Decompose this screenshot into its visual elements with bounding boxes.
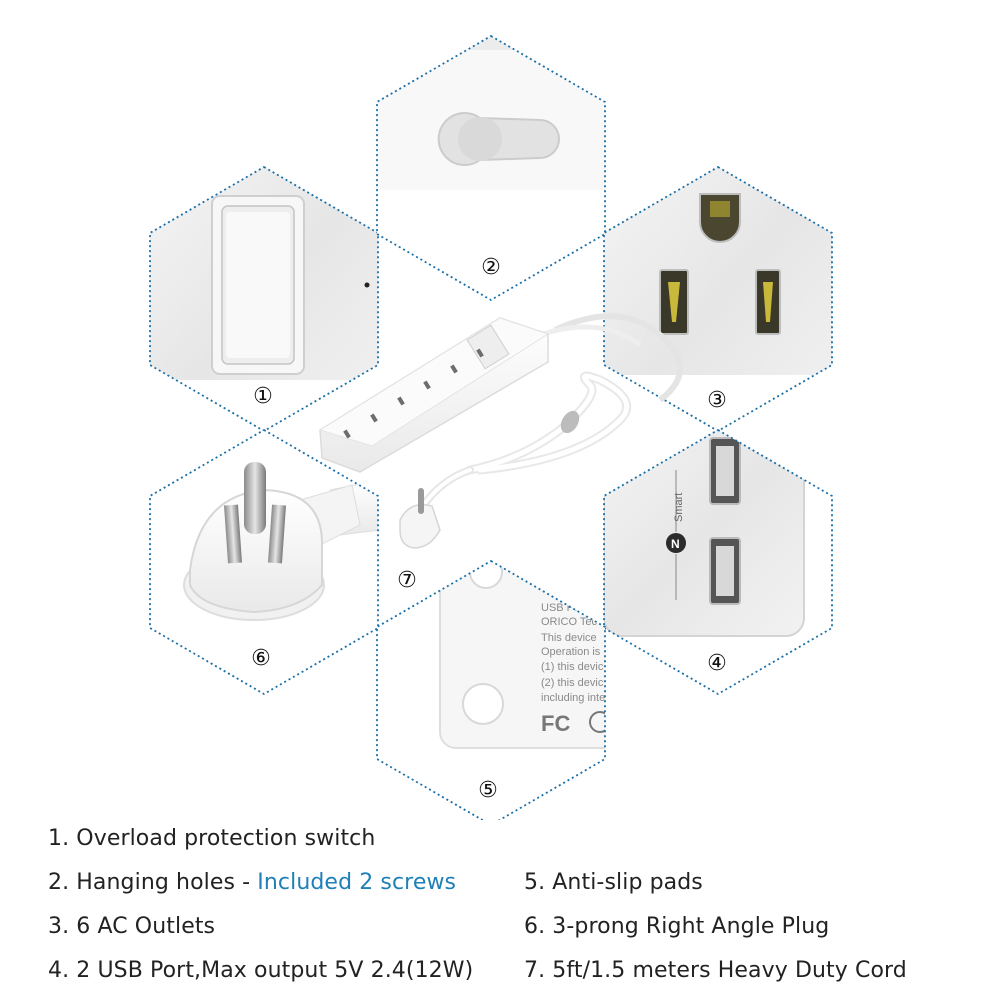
certification-icon <box>589 711 605 733</box>
feature-3: 3. 6 AC Outlets <box>48 914 216 939</box>
feature-diagram: N Smart USB Po ORICO Tec This device Ope… <box>149 34 833 820</box>
hexagon-hanging-hole <box>376 34 606 302</box>
feature-5: 5. Anti-slip pads <box>524 870 703 895</box>
callout-6: ⑥ <box>251 646 271 671</box>
callout-2: ② <box>481 255 501 280</box>
feature-7: 7. 5ft/1.5 meters Heavy Duty Cord <box>524 958 907 983</box>
feature-1: 1. Overload protection switch <box>48 826 376 851</box>
label-line-6: (2) this devic <box>541 677 604 689</box>
callout-3: ③ <box>707 388 727 413</box>
feature-2: 2. Hanging holes - Included 2 screws <box>48 870 456 895</box>
power-strip-product <box>318 313 683 549</box>
hexagon-usb-ports: N Smart <box>603 428 833 696</box>
label-line-1: USB Po <box>541 602 580 614</box>
callout-5: ⑤ <box>478 778 498 803</box>
label-line-5: (1) this devic <box>541 661 604 673</box>
label-line-7: including inte <box>541 692 605 704</box>
label-line-2: ORICO Tec <box>541 616 598 628</box>
callout-7: ⑦ <box>397 568 417 593</box>
svg-text:N: N <box>671 537 680 551</box>
hexagon-anti-slip-pads: USB Po ORICO Tec This device Operation i… <box>376 559 606 820</box>
smart-brand-text: Smart <box>673 493 685 522</box>
feature-6: 6. 3-prong Right Angle Plug <box>524 914 830 939</box>
callout-4: ④ <box>707 651 727 676</box>
feature-2-text: 2. Hanging holes - <box>48 870 258 895</box>
label-line-4: Operation is <box>541 646 601 658</box>
feature-4: 4. 2 USB Port,Max output 5V 2.4(12W) <box>48 958 474 983</box>
fc-mark: FC <box>541 711 570 736</box>
hexagon-plug <box>149 428 379 696</box>
feature-2-highlight: Included 2 screws <box>257 870 457 895</box>
callout-1: ① <box>253 384 273 409</box>
label-line-3: This device <box>541 632 597 644</box>
